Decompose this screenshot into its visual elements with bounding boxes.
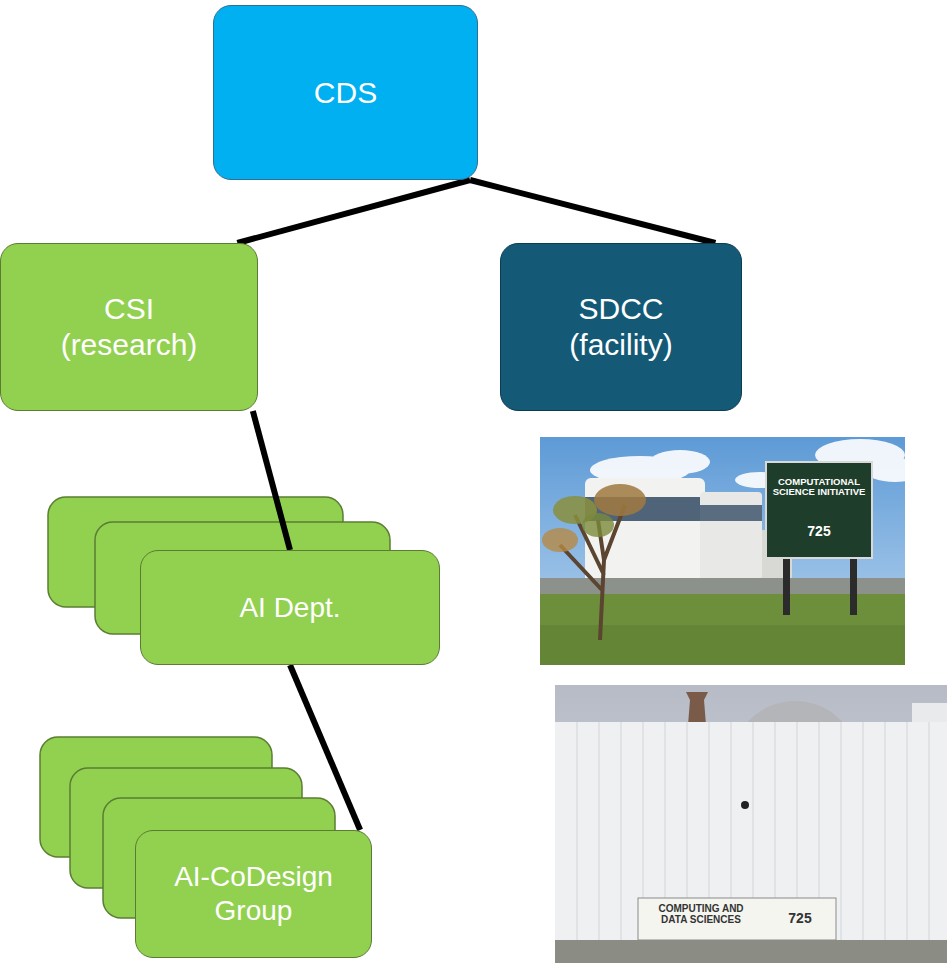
connector-line [237,180,470,243]
department-box: AI Dept. [140,550,440,665]
grass [540,625,905,665]
root-box: CDS [213,5,478,180]
facility-box: SDCC(facility) [500,243,742,411]
group-box: AI-CoDesign Group [135,830,372,958]
node-label: CSI [104,291,154,327]
window-band [700,505,762,521]
chimney [686,692,708,725]
building-photo [555,685,947,963]
connector-line [470,180,715,243]
sky [555,685,947,963]
ground [555,940,947,963]
building-number: 725 [771,524,867,539]
node-label: (facility) [569,327,672,363]
wall [555,722,947,942]
sign [638,898,836,940]
building-photo [540,437,905,665]
building [912,703,947,725]
building-number: 725 [770,911,830,926]
node-label: AI Dept. [239,591,340,625]
sign [766,462,872,615]
node-label: CDS [314,75,377,111]
node-label: AI-CoDesign Group [166,860,341,927]
node-label: SDCC [578,291,663,327]
connector-line [290,665,360,830]
research-box: CSI(research) [0,243,258,411]
sign-text: COMPUTATIONAL SCIENCE INITIATIVE [771,477,867,498]
tree [542,484,646,640]
wall-dot [741,801,749,809]
sky [540,437,905,665]
sign-text: COMPUTING AND DATA SCIENCES [646,903,756,925]
node-label: (research) [61,327,198,363]
wall-panels [577,722,929,942]
connector-line [253,411,290,550]
building [700,492,762,580]
